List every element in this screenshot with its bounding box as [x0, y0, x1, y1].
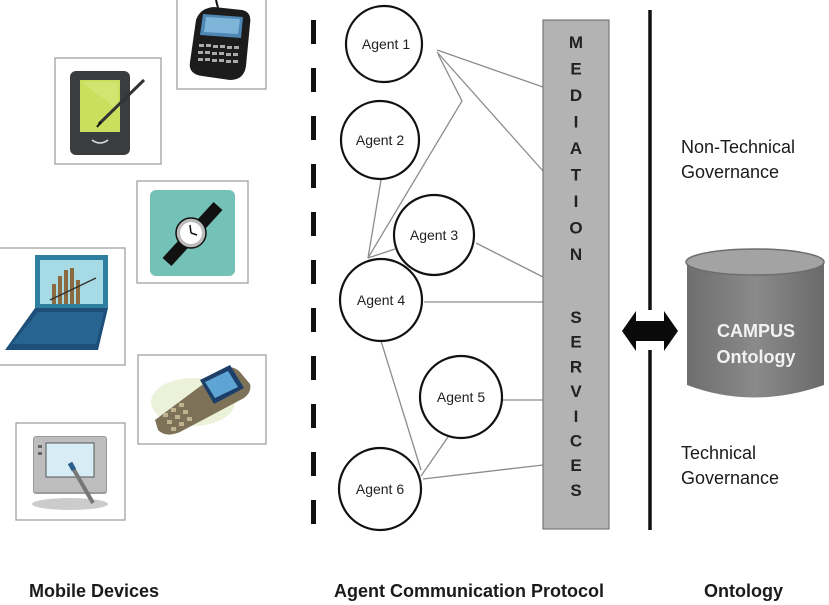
technical-governance-line2: Governance	[681, 468, 779, 488]
section-label-agent-protocol: Agent Communication Protocol	[334, 581, 604, 601]
separator-dash	[311, 164, 316, 188]
section-label-mobile-devices: Mobile Devices	[29, 581, 159, 601]
separator-dash	[311, 356, 316, 380]
mediation-letter: N	[570, 245, 582, 264]
device-tablet	[15, 422, 126, 521]
connection-a1-a4	[367, 53, 463, 259]
device-pda	[54, 57, 162, 165]
agent-2: Agent 2	[339, 99, 421, 181]
mediation-letter: I	[574, 113, 579, 132]
separator-dash	[311, 404, 316, 428]
connection-a3-a4	[367, 248, 396, 259]
agent-5: Agent 5	[418, 354, 504, 440]
agent-6-label: Agent 6	[356, 481, 404, 497]
agent-3-label: Agent 3	[410, 227, 458, 243]
agent-3: Agent 3	[392, 193, 476, 277]
connection-a1-mediation-upper	[436, 49, 544, 88]
separator-dash	[311, 500, 316, 524]
services-letter: C	[570, 432, 582, 451]
separator-dash	[311, 116, 316, 140]
mediation-letter: E	[570, 60, 581, 79]
campus-ontology-database: CAMPUS Ontology	[685, 248, 825, 398]
services-letter: V	[570, 382, 582, 401]
agent-5-label: Agent 5	[437, 389, 485, 405]
non-technical-governance-line2: Governance	[681, 162, 779, 182]
services-letter: S	[570, 481, 581, 500]
mediation-letter: T	[571, 166, 582, 185]
connection-a4-a6	[380, 340, 422, 471]
agent-4: Agent 4	[338, 257, 424, 343]
agent-2-label: Agent 2	[356, 132, 404, 148]
separator-dash	[311, 68, 316, 92]
agent-1: Agent 1	[344, 4, 424, 84]
dashed-separator	[311, 20, 316, 524]
separator-dash	[311, 212, 316, 236]
non-technical-governance-line1: Non-Technical	[681, 137, 795, 157]
separator-dash	[311, 308, 316, 332]
services-letter: S	[570, 308, 581, 327]
connection-a3-mediation	[475, 242, 544, 278]
connection-a6-mediation	[422, 464, 544, 480]
mediation-letter: D	[570, 86, 582, 105]
cellphone-icon	[151, 365, 251, 435]
services-letter: I	[574, 407, 579, 426]
watch-icon	[150, 190, 235, 276]
mediation-letter: O	[569, 219, 582, 238]
mediation-letter: A	[570, 139, 582, 158]
device-laptop	[0, 247, 126, 366]
separator-dash	[311, 260, 316, 284]
pda-icon	[70, 71, 146, 155]
tablet-icon	[32, 436, 108, 510]
ontology-db-line1: CAMPUS	[717, 321, 795, 341]
agent-6: Agent 6	[337, 446, 423, 532]
mediation-letter: I	[574, 192, 579, 211]
technical-governance-line1: Technical	[681, 443, 756, 463]
bidirectional-arrow-icon	[622, 311, 678, 351]
ontology-db-line2: Ontology	[717, 347, 796, 367]
agent-4-label: Agent 4	[357, 292, 405, 308]
section-label-ontology: Ontology	[704, 581, 783, 601]
device-cellphone	[137, 354, 267, 445]
connection-lines	[367, 49, 544, 480]
separator-dash	[311, 20, 316, 44]
device-blackberry	[176, 0, 267, 90]
services-letter: E	[570, 456, 581, 475]
laptop-icon	[5, 255, 108, 350]
mediation-letter: M	[569, 33, 583, 52]
device-watch	[136, 180, 249, 284]
connection-a2-a4	[367, 179, 382, 259]
separator-dash	[311, 452, 316, 476]
connection-a5-a6	[420, 436, 449, 477]
connection-a1-mediation-lower	[436, 51, 544, 172]
smartphone-keyboard-icon	[189, 0, 251, 80]
services-letter: R	[570, 357, 582, 376]
services-letter: E	[570, 333, 581, 352]
agent-1-label: Agent 1	[362, 36, 410, 52]
